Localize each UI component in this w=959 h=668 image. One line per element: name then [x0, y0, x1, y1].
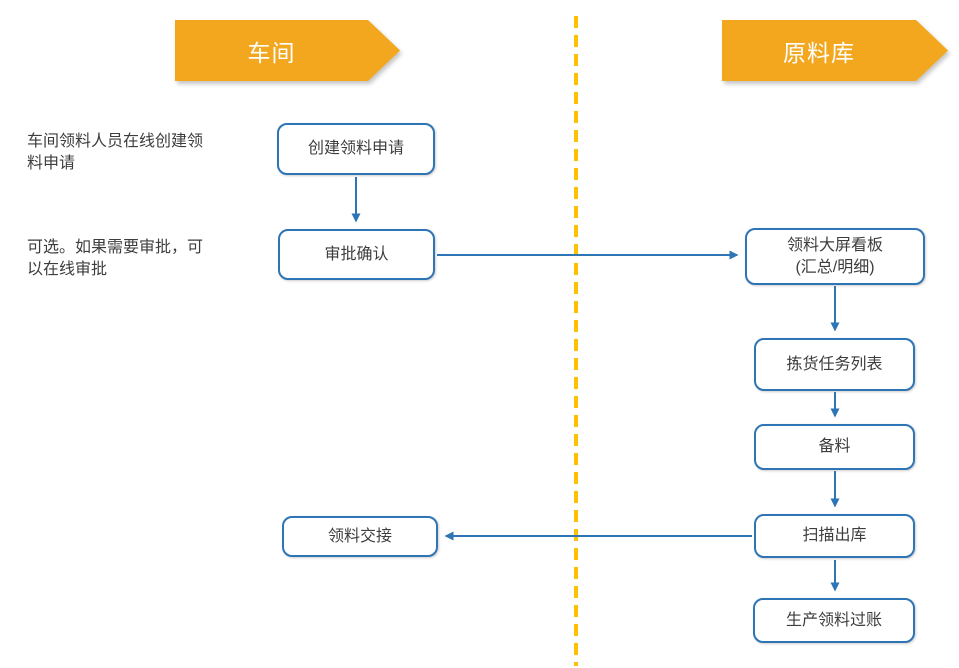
- node-material-prepare: 备料: [754, 424, 915, 470]
- node-material-handover: 领料交接: [282, 516, 438, 557]
- lane-header-workshop: 车间: [175, 20, 400, 81]
- node-scan-outbound: 扫描出库: [754, 514, 915, 558]
- lane-header-workshop-label: 车间: [247, 39, 296, 66]
- node-production-posting: 生产领料过账: [753, 598, 915, 643]
- annotation-optional-approval: 可选。如果需要审批，可 以在线审批: [27, 239, 204, 278]
- annotation-create-request: 车间领料人员在线创建领 料申请: [27, 133, 204, 172]
- node-create-request: 创建领料申请: [277, 123, 435, 175]
- node-dashboard: 领料大屏看板 (汇总/明细): [745, 228, 925, 285]
- lane-header-warehouse-label: 原料库: [783, 39, 855, 66]
- node-approve-confirm: 审批确认: [278, 229, 435, 280]
- node-picking-task-list: 拣货任务列表: [754, 338, 915, 391]
- lane-header-workshop-shape: 车间: [175, 20, 400, 81]
- lane-header-warehouse: 原料库: [722, 20, 948, 81]
- lane-header-warehouse-shape: 原料库: [722, 20, 948, 81]
